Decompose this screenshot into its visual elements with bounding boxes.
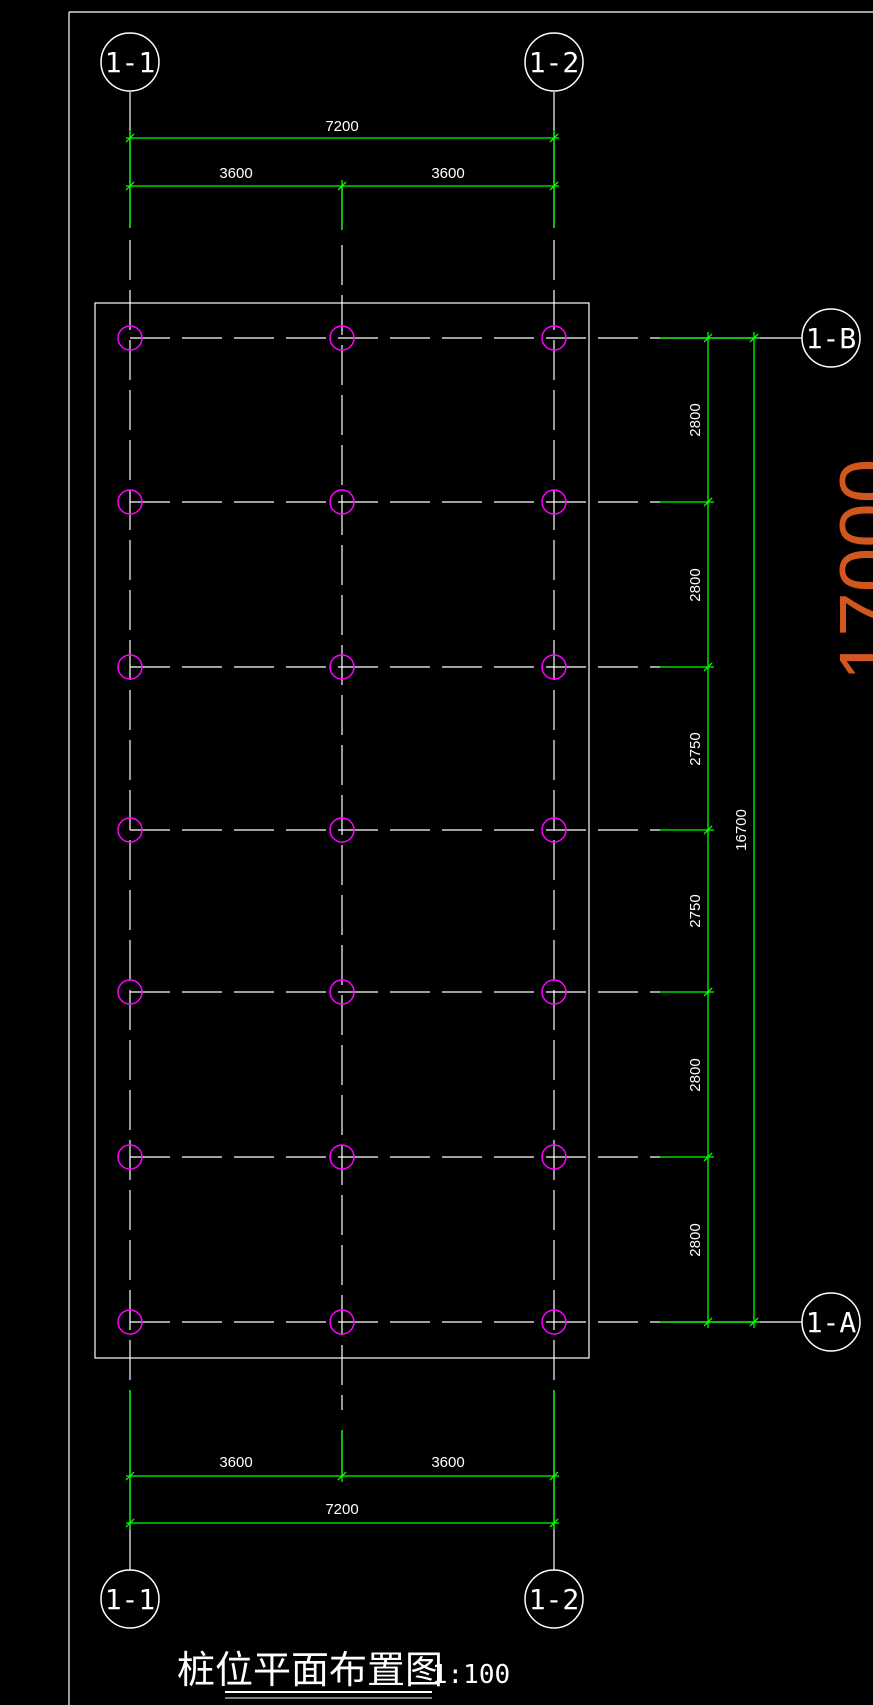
axis-label-1-a: 1-A <box>806 1306 857 1339</box>
top-dimension-lines <box>125 130 559 230</box>
pile <box>541 325 567 351</box>
axis-label-top-right: 1-2 <box>529 46 580 79</box>
pile <box>117 1309 143 1335</box>
right-dimension-6: 2800 <box>687 1223 704 1256</box>
pile <box>329 1144 355 1170</box>
right-dimension-4: 2750 <box>687 894 704 927</box>
pile <box>541 817 567 843</box>
axis-bubble-1-b: 1-B <box>801 308 861 368</box>
pile <box>541 1144 567 1170</box>
pile <box>117 489 143 515</box>
pile <box>117 817 143 843</box>
bottom-left-dimension: 3600 <box>219 1454 252 1471</box>
right-total-dimension: 16700 <box>733 809 750 851</box>
top-total-dimension: 7200 <box>325 118 358 135</box>
axis-bubble-bottom-right: 1-2 <box>524 1569 584 1629</box>
pile <box>329 1309 355 1335</box>
pile <box>329 654 355 680</box>
right-dimension-3: 2750 <box>687 732 704 765</box>
pile <box>117 325 143 351</box>
right-dimension-2: 2800 <box>687 568 704 601</box>
side-label: 17000 <box>823 459 873 681</box>
pile <box>541 1309 567 1335</box>
bottom-total-dimension: 7200 <box>325 1501 358 1518</box>
axis-label-top-left: 1-1 <box>105 46 156 79</box>
pile-grid <box>117 325 567 1335</box>
pile <box>541 979 567 1005</box>
bottom-right-dimension: 3600 <box>431 1454 464 1471</box>
pile <box>117 654 143 680</box>
top-left-dimension: 3600 <box>219 165 252 182</box>
right-dimension-5: 2800 <box>687 1058 704 1091</box>
axis-bubble-1-a: 1-A <box>801 1292 861 1352</box>
top-right-dimension: 3600 <box>431 165 464 182</box>
drawing-title: 桩位平面布置图 <box>177 1648 443 1692</box>
axis-label-bottom-left: 1-1 <box>105 1583 156 1616</box>
axis-bubble-bottom-left: 1-1 <box>100 1569 160 1629</box>
pile <box>117 1144 143 1170</box>
pile <box>541 489 567 515</box>
pile <box>329 489 355 515</box>
pile-row-lines <box>130 337 660 1323</box>
axis-bubble-top-left: 1-1 <box>100 32 160 92</box>
pile <box>117 979 143 1005</box>
right-dimension-1: 2800 <box>687 403 704 436</box>
pile <box>329 325 355 351</box>
axis-label-bottom-right: 1-2 <box>529 1583 580 1616</box>
axis-label-1-b: 1-B <box>806 322 857 355</box>
bottom-dimension-lines <box>125 1390 559 1530</box>
pile <box>329 817 355 843</box>
right-dimension-lines <box>660 332 760 1328</box>
drawing-scale: 1:100 <box>432 1660 510 1690</box>
pile <box>541 654 567 680</box>
axis-bubble-top-right: 1-2 <box>524 32 584 92</box>
pile <box>329 979 355 1005</box>
